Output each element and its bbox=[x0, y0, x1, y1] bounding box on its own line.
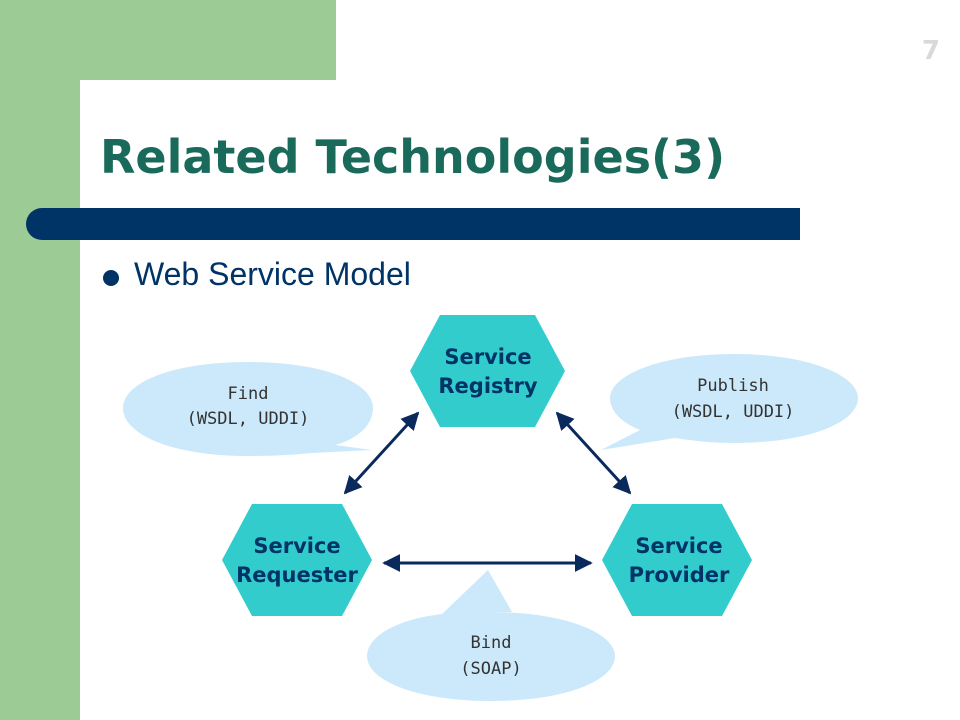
callout-publish bbox=[601, 354, 858, 450]
bullet-text: Web Service Model bbox=[134, 256, 411, 292]
page-number: 7 bbox=[921, 36, 940, 66]
provider-label-line1: Service bbox=[635, 534, 722, 558]
callout-bind bbox=[367, 570, 615, 701]
provider-label-line2: Provider bbox=[629, 563, 730, 587]
find-label-line1: Find bbox=[228, 384, 269, 404]
find-label-line2: (WSDL, UDDI) bbox=[187, 409, 310, 429]
requester-label-line2: Requester bbox=[236, 563, 358, 587]
bind-label-line1: Bind bbox=[471, 633, 512, 653]
requester-label-line1: Service bbox=[253, 534, 340, 558]
top-decor-band bbox=[80, 0, 336, 80]
publish-label-line1: Publish bbox=[697, 376, 769, 396]
node-service-requester bbox=[222, 504, 372, 616]
node-service-provider bbox=[602, 504, 752, 616]
title-underline-bar bbox=[26, 208, 800, 240]
left-decor-band bbox=[0, 0, 80, 720]
publish-label-line2: (WSDL, UDDI) bbox=[672, 402, 795, 422]
slide-title: Related Technologies(3) bbox=[100, 130, 726, 184]
bind-label-line2: (SOAP) bbox=[460, 659, 521, 679]
callout-find bbox=[123, 362, 373, 456]
node-service-registry bbox=[410, 315, 565, 427]
bullet-icon bbox=[103, 270, 119, 286]
registry-label-line2: Registry bbox=[438, 374, 538, 398]
arrow-requester-registry bbox=[343, 411, 420, 495]
arrow-registry-provider bbox=[555, 411, 632, 495]
registry-label-line1: Service bbox=[444, 345, 531, 369]
